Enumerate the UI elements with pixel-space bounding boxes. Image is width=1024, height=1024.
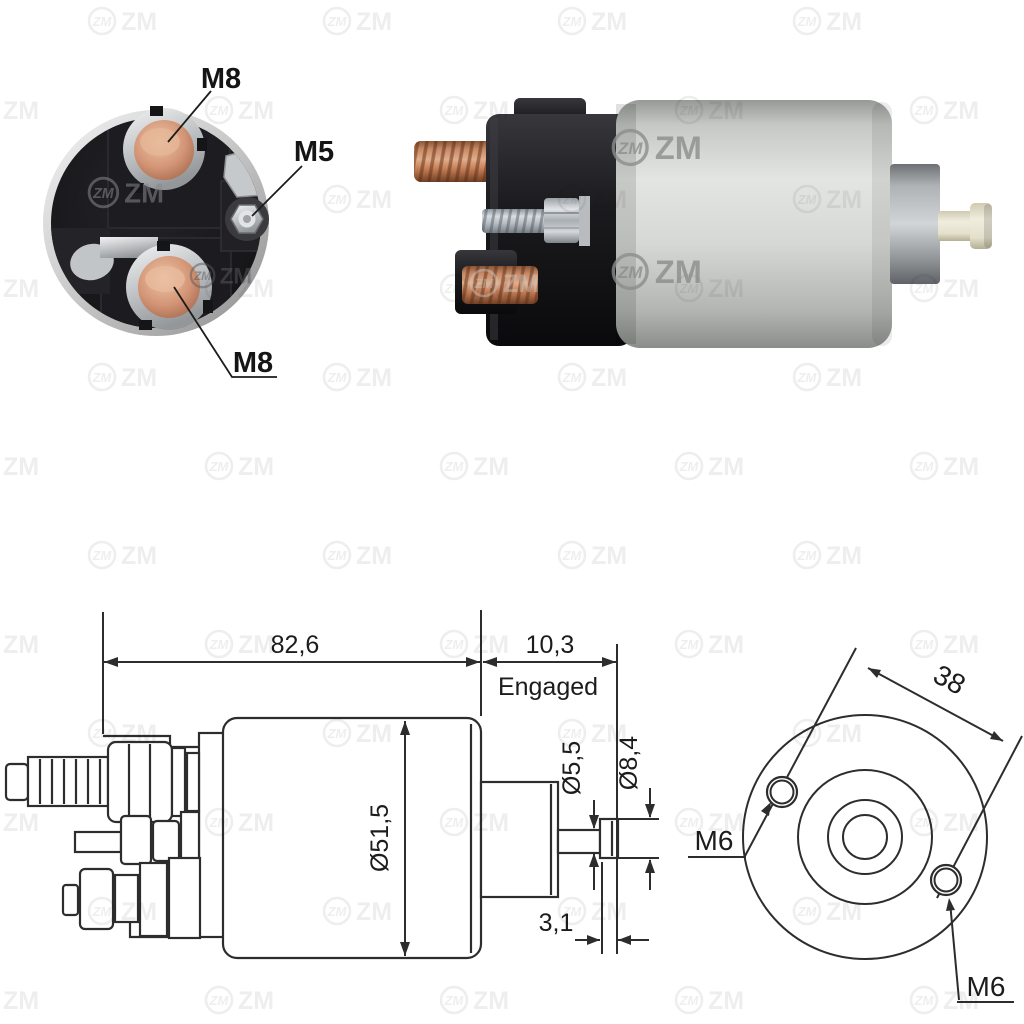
front-boss bbox=[890, 164, 940, 284]
dim-overall-length: 82,6 bbox=[271, 631, 320, 659]
watermark bbox=[0, 629, 41, 661]
leader-m8-top bbox=[167, 90, 212, 143]
drawing-body bbox=[221, 716, 620, 960]
watermark bbox=[792, 6, 864, 38]
watermark bbox=[322, 362, 394, 394]
watermark bbox=[792, 362, 864, 394]
terminal-m5 bbox=[225, 197, 269, 241]
m5-stud-side bbox=[482, 196, 590, 246]
watermark bbox=[439, 629, 511, 661]
watermark bbox=[557, 6, 629, 38]
watermark bbox=[439, 95, 511, 127]
watermark bbox=[87, 540, 159, 572]
front-arrowheads bbox=[761, 668, 1003, 911]
terminal-m8-top bbox=[123, 106, 207, 193]
watermark bbox=[909, 629, 981, 661]
front-circles bbox=[742, 714, 988, 960]
dim-body-diameter: Ø51,5 bbox=[366, 804, 394, 872]
watermark bbox=[0, 985, 41, 1017]
watermark bbox=[0, 807, 41, 839]
watermark bbox=[0, 451, 41, 483]
label-terminal-m8-bottom: M8 bbox=[233, 347, 273, 379]
drawing-cap-linework bbox=[4, 731, 227, 940]
watermark bbox=[87, 718, 159, 750]
side-view-photo bbox=[414, 98, 992, 348]
watermark bbox=[792, 896, 864, 928]
watermark bbox=[439, 985, 511, 1017]
watermark bbox=[909, 95, 981, 127]
mounting-hole-left bbox=[765, 775, 799, 809]
watermark bbox=[674, 807, 746, 839]
watermark bbox=[322, 540, 394, 572]
drawing-arrowheads bbox=[104, 657, 655, 956]
front-dimension-drawing: 38 M6 M6 bbox=[688, 647, 1023, 1003]
dim-hole-spacing: 38 bbox=[928, 659, 970, 701]
watermark bbox=[204, 985, 276, 1017]
watermark bbox=[909, 451, 981, 483]
plunger-pin bbox=[938, 203, 992, 249]
dim-plunger-travel: 10,3 bbox=[526, 631, 575, 659]
watermark bbox=[204, 95, 276, 127]
watermark bbox=[322, 6, 394, 38]
label-terminal-m8-top: M8 bbox=[201, 63, 241, 95]
side-dimension-drawing: 82,6 10,3 Engaged Ø51,5 Ø5,5 Ø8,4 3,1 bbox=[4, 610, 659, 960]
watermark bbox=[674, 629, 746, 661]
watermark bbox=[674, 985, 746, 1017]
leader-m5 bbox=[251, 165, 303, 217]
dim-pin-diameter: Ø5,5 bbox=[558, 741, 586, 795]
watermark bbox=[674, 451, 746, 483]
terminal-m8-bottom bbox=[126, 241, 213, 330]
watermark bbox=[439, 451, 511, 483]
watermark bbox=[557, 362, 629, 394]
watermark bbox=[909, 807, 981, 839]
watermark bbox=[0, 95, 41, 127]
watermark bbox=[87, 362, 159, 394]
watermark bbox=[909, 985, 981, 1017]
mounting-hole-right bbox=[929, 863, 963, 897]
watermark bbox=[204, 451, 276, 483]
end-view-photo: M8 M5 M8 bbox=[43, 63, 334, 379]
leader-m8-bottom bbox=[173, 286, 277, 378]
watermark bbox=[792, 540, 864, 572]
watermark bbox=[557, 540, 629, 572]
dim-travel-state: Engaged bbox=[498, 673, 598, 701]
watermark bbox=[0, 273, 41, 305]
label-terminal-m5: M5 bbox=[294, 136, 334, 168]
watermark bbox=[87, 6, 159, 38]
watermark bbox=[204, 629, 276, 661]
watermark bbox=[322, 184, 394, 216]
